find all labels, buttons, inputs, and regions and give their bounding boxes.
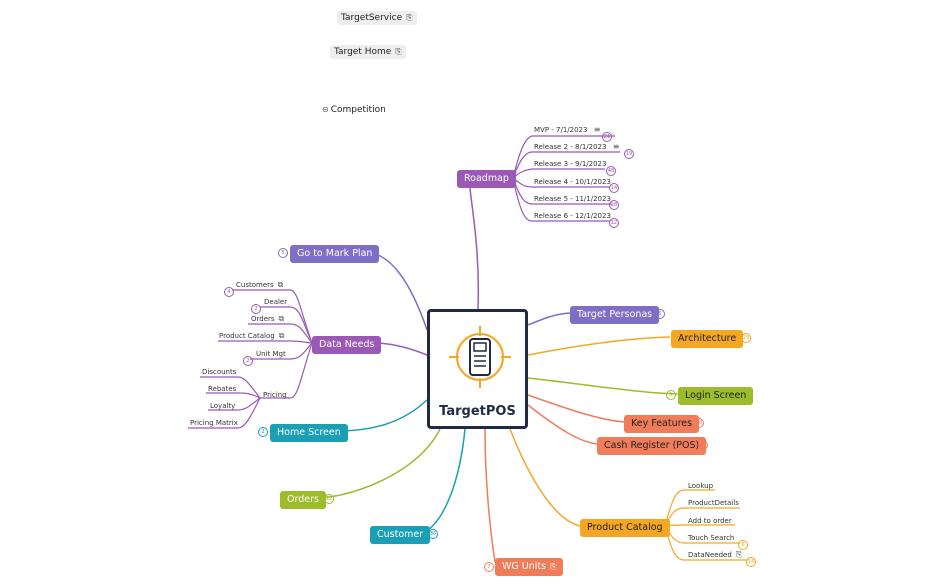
product-catalog-item[interactable]: Touch Search [688, 534, 735, 542]
product-catalog-item[interactable]: ProductDetails [688, 499, 739, 507]
pricing-item[interactable]: Discounts [202, 368, 237, 376]
product-catalog-topic[interactable]: Product Catalog [580, 519, 670, 537]
data-needs-item[interactable]: Unit Mgt [256, 350, 286, 358]
note-icon: ⎘ [735, 550, 743, 559]
pricing-item[interactable]: Loyalty [210, 402, 236, 410]
roadmap-item-badge[interactable]: 28 [609, 200, 619, 210]
data-needs-topic[interactable]: Data Needs [312, 336, 382, 354]
central-topic[interactable]: TargetPOS [427, 309, 528, 429]
go-to-market-badge[interactable]: 5 [278, 248, 288, 258]
wg-units-badge[interactable]: 7 [484, 562, 494, 572]
pricing-item[interactable]: Rebates [208, 385, 237, 393]
roadmap-label: Roadmap [464, 173, 509, 184]
home-screen-label: Home Screen [277, 427, 341, 438]
login-screen-label: Login Screen [685, 390, 747, 401]
link-icon: ⧉ [278, 314, 285, 323]
customer-badge[interactable]: 36 [428, 529, 438, 539]
note-icon: ⎘ [406, 13, 413, 22]
data-needs-item-badge[interactable]: 2 [251, 304, 261, 314]
pos-terminal-icon [449, 326, 511, 388]
architecture-topic[interactable]: Architecture [671, 330, 744, 348]
central-topic-label: TargetPOS [439, 404, 516, 419]
product-catalog-item[interactable]: Lookup [688, 482, 714, 490]
link-icon: ⧉ [277, 280, 284, 289]
login-screen-topic[interactable]: Login Screen [678, 387, 754, 405]
architecture-badge[interactable]: 29 [741, 333, 751, 343]
product-catalog-item-badge[interactable]: 14 [746, 557, 756, 567]
wg-units-label: WG Units [502, 561, 547, 572]
target-service-label: TargetService [341, 13, 403, 23]
product-catalog-item[interactable]: Add to order [688, 517, 732, 525]
go-to-market-topic[interactable]: Go to Mark Plan [290, 245, 380, 263]
roadmap-item[interactable]: Release 5 - 11/1/2023 [534, 195, 611, 203]
target-home-topic[interactable]: Target Home⎘ [330, 45, 406, 59]
orders-badge[interactable]: 12 [324, 494, 334, 504]
cash-register-topic[interactable]: Cash Register (POS) [597, 437, 707, 455]
roadmap-item-badge[interactable]: 19 [624, 149, 634, 159]
home-screen-badge[interactable]: 2 [258, 427, 268, 437]
link-icon: ⧉ [278, 331, 285, 340]
product-catalog-label: Product Catalog [587, 522, 663, 533]
key-features-badge[interactable]: 10 [694, 418, 704, 428]
roadmap-item[interactable]: Release 4 - 10/1/2023 [534, 178, 611, 186]
key-features-topic[interactable]: Key Features [624, 415, 700, 433]
home-screen-topic[interactable]: Home Screen [270, 424, 348, 442]
roadmap-item[interactable]: Release 2 - 8/1/2023 ≡ [534, 142, 620, 151]
data-needs-item-badge[interactable]: 4 [224, 287, 234, 297]
roadmap-item-badge[interactable]: 48 [606, 166, 616, 176]
login-screen-badge[interactable]: 5 [666, 390, 676, 400]
customer-topic[interactable]: Customer [370, 526, 431, 544]
roadmap-item[interactable]: Release 3 - 9/1/2023 [534, 160, 607, 168]
customer-label: Customer [377, 529, 424, 540]
roadmap-item-badge[interactable]: 14 [609, 183, 619, 193]
key-features-label: Key Features [631, 418, 693, 429]
cash-register-label: Cash Register (POS) [604, 440, 700, 451]
product-catalog-item[interactable]: DataNeeded⎘ [688, 550, 743, 559]
data-needs-item[interactable]: Customers⧉ [236, 280, 284, 289]
data-needs-item[interactable]: Orders⧉ [251, 314, 285, 323]
competition-label: Competition [330, 105, 386, 115]
cash-register-badge[interactable]: 63 [698, 440, 708, 450]
roadmap-item-badge[interactable]: 21 [602, 132, 612, 142]
collapse-badge-icon: ⊝ [322, 105, 329, 114]
orders-topic[interactable]: Orders [280, 491, 326, 509]
target-personas-badge[interactable]: 5 [655, 309, 665, 319]
notes-icon: ≡ [612, 142, 620, 151]
notes-icon: ≡ [593, 125, 601, 134]
data-needs-item-badge[interactable]: 2 [243, 356, 253, 366]
data-needs-item[interactable]: Dealer [264, 298, 288, 306]
data-needs-label: Data Needs [319, 339, 375, 350]
roadmap-item[interactable]: Release 6 - 12/1/2023 [534, 212, 611, 220]
note-icon: ⎘ [550, 562, 557, 571]
competition-topic[interactable]: ⊝Competition [318, 103, 390, 117]
orders-label: Orders [287, 494, 319, 505]
target-personas-topic[interactable]: Target Personas [570, 306, 660, 324]
data-needs-item[interactable]: Product Catalog⧉ [219, 331, 285, 340]
architecture-label: Architecture [678, 333, 737, 344]
target-home-label: Target Home [334, 47, 392, 57]
wg-units-topic[interactable]: WG Units⎘ [495, 558, 564, 576]
roadmap-item-badge[interactable]: 12 [609, 218, 619, 228]
target-service-topic[interactable]: TargetService⎘ [337, 11, 417, 25]
data-needs-item[interactable]: Pricing [263, 391, 287, 399]
note-icon: ⎘ [395, 47, 402, 56]
product-catalog-item-badge[interactable]: 6 [738, 540, 748, 550]
go-to-market-label: Go to Mark Plan [297, 248, 373, 259]
roadmap-topic[interactable]: Roadmap [457, 170, 516, 188]
roadmap-item[interactable]: MVP - 7/1/2023 ≡ [534, 125, 601, 134]
target-personas-label: Target Personas [577, 309, 653, 320]
pricing-item[interactable]: Pricing Matrix [190, 419, 238, 427]
